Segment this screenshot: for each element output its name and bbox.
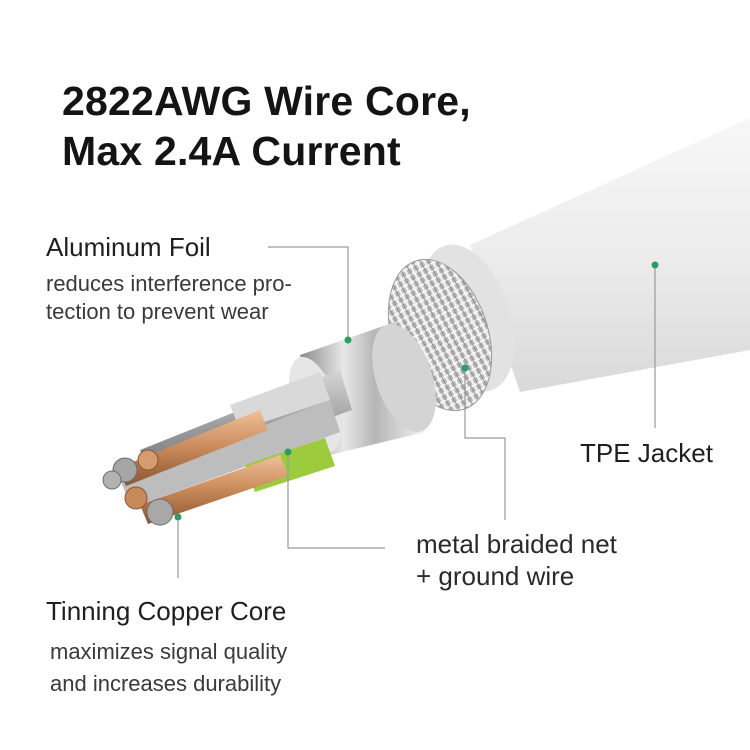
dot-ground (284, 448, 292, 456)
dot-core (174, 513, 182, 521)
foil-title: Aluminum Foil (46, 232, 211, 262)
braid-line-2: + ground wire (416, 561, 575, 591)
leader-lines (177, 246, 656, 578)
core-title: Tinning Copper Core (46, 596, 287, 626)
dot-foil (344, 336, 352, 344)
core-desc-line-1: maximizes signal quality (50, 639, 288, 664)
accent-dots (174, 261, 659, 521)
leader-line-braid (464, 368, 506, 520)
core-description: maximizes signal quality and increases d… (50, 636, 287, 700)
foil-description: reduces interference pro- tection to pre… (46, 270, 292, 326)
dot-jacket (651, 261, 659, 269)
leader-line-foil (268, 246, 349, 338)
jacket-title: TPE Jacket (580, 438, 713, 468)
braid-line-1: metal braided net (416, 529, 617, 559)
core-desc-line-2: and increases durability (50, 671, 282, 696)
leader-line-ground (287, 452, 385, 549)
dot-braid (461, 364, 469, 372)
headline: 2822AWG Wire Core, Max 2.4A Current (62, 76, 471, 176)
foil-desc-line-2: tection to prevent wear (46, 299, 269, 324)
headline-line-1: 2822AWG Wire Core, (62, 78, 471, 124)
wire-end-caps (102, 449, 174, 526)
braid-description: metal braided net + ground wire (416, 528, 617, 592)
foil-desc-line-1: reduces interference pro- (46, 271, 292, 296)
headline-line-2: Max 2.4A Current (62, 128, 401, 174)
